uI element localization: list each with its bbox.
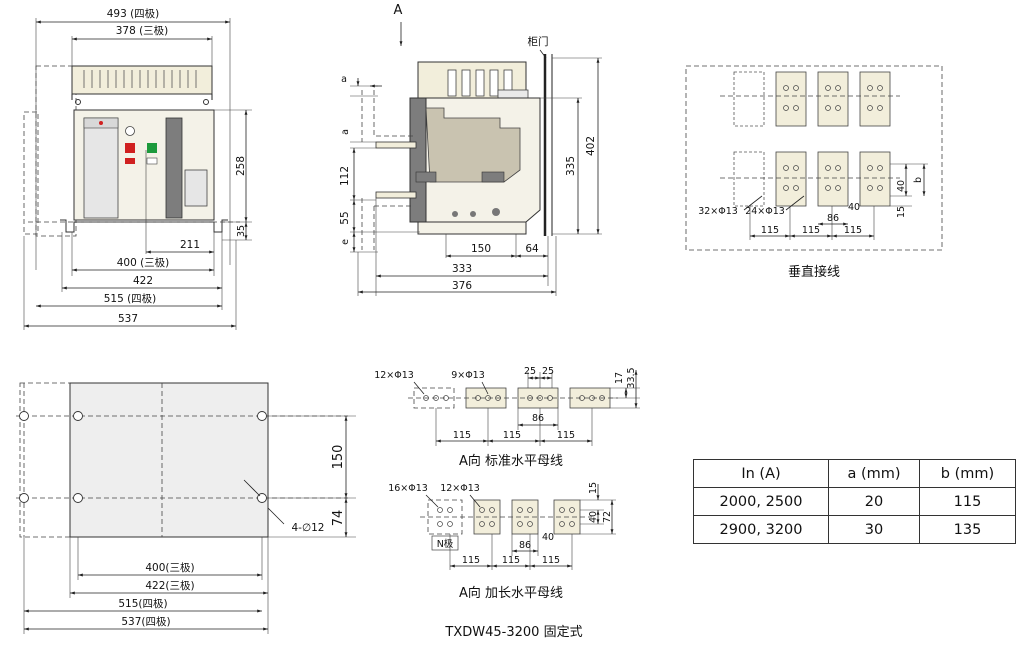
table-header-row: In (A) a (mm) b (mm) [693, 459, 1016, 488]
front-view: 493 (四极) 378 (三极) [23, 7, 252, 330]
hs-dim-33-5: 33.5 [626, 367, 637, 388]
he-n-pole: N极 [437, 538, 454, 550]
he-dim-40-h: 40 [542, 532, 554, 543]
dim-493: 493 (四极) [107, 7, 160, 20]
header-b: b (mm) [919, 459, 1016, 488]
on-button-icon [147, 143, 157, 153]
handle-slot [165, 117, 183, 219]
hs-dim-115-2: 115 [503, 430, 521, 441]
table-cell: 2900, 3200 [693, 515, 829, 544]
dim-376: 376 [452, 280, 472, 292]
side-view: A 柜门 a [339, 3, 602, 296]
vw-dim-115-2: 115 [802, 225, 820, 236]
he-dim-15: 15 [588, 482, 599, 494]
hs-dim-17: 17 [614, 372, 625, 384]
hs-dim-86: 86 [532, 413, 544, 424]
vw-dim-40-h: 40 [848, 202, 860, 213]
dim-a-mid: a [340, 129, 351, 135]
vw-dim-86: 86 [827, 213, 839, 224]
hs-dim-115-1: 115 [453, 430, 471, 441]
mp-dim-515: 515(四极) [118, 597, 167, 610]
hs-dim-25a: 25 [524, 366, 536, 377]
he-holes-16: 16×Φ13 [388, 483, 428, 494]
table-cell: 2000, 2500 [693, 487, 829, 516]
holes-32: 32×Φ13 [698, 206, 738, 217]
he-dim-72: 72 [602, 511, 613, 523]
dim-64: 64 [525, 243, 539, 255]
header-in: In (A) [693, 459, 829, 488]
door-label: 柜门 [528, 35, 549, 48]
vertical-wiring-caption: 垂直接线 [788, 264, 840, 280]
dim-335: 335 [565, 156, 577, 176]
table-cell: 20 [828, 487, 920, 516]
table-row: 2000, 2500 20 115 [693, 487, 1016, 516]
vw-dim-40-v: 40 [896, 180, 907, 192]
horizontal-extended: 16×Φ13 12×Φ13 N极 15 40 72 86 40 115 115 … [388, 482, 616, 601]
hs-dim-25b: 25 [542, 366, 554, 377]
he-dim-115-3: 115 [542, 555, 560, 566]
dim-a-top: a [341, 74, 347, 85]
dim-55: 55 [339, 211, 351, 224]
vw-dim-15: 15 [896, 206, 907, 218]
horizontal-extended-caption: A向 加长水平母线 [459, 585, 563, 601]
base-plate [69, 382, 269, 538]
mp-dim-150: 150 [331, 445, 346, 470]
he-dim-115-1: 115 [462, 555, 480, 566]
table-cell: 115 [919, 487, 1016, 516]
horizontal-standard: 12×Φ13 9×Φ13 25 25 17 33.5 86 115 115 11… [374, 366, 640, 469]
dim-515: 515 (四极) [104, 292, 157, 305]
hs-holes-9: 9×Φ13 [451, 370, 485, 381]
he-dim-115-2: 115 [502, 555, 520, 566]
dim-378: 378 (三极) [116, 24, 169, 37]
dim-422: 422 [133, 275, 153, 287]
mp-dim-74: 74 [331, 510, 346, 527]
mp-dim-537: 537(四极) [121, 615, 170, 628]
table-row: 2900, 3200 30 135 [693, 515, 1016, 544]
hs-dim-115-3: 115 [557, 430, 575, 441]
dim-258: 258 [235, 156, 247, 176]
spec-table: In (A) a (mm) b (mm) 2000, 2500 20 115 2… [693, 459, 1016, 544]
vw-dim-115-3: 115 [844, 225, 862, 236]
he-dim-40-v: 40 [588, 511, 599, 523]
mounting-plan: 150 74 4-∅12 400(三极) 422(三极) 515(四极) 537… [16, 382, 356, 634]
mp-dim-400: 400(三极) [145, 561, 194, 574]
vw-dim-b: b [913, 177, 924, 183]
holes-24: 24×Φ13 [745, 206, 785, 217]
dim-150-side: 150 [471, 243, 491, 255]
mp-holes: 4-∅12 [292, 522, 325, 534]
dim-402: 402 [585, 136, 597, 156]
dim-400: 400 (三极) [117, 256, 170, 269]
header-a: a (mm) [828, 459, 920, 488]
dim-35: 35 [236, 225, 247, 237]
table-cell: 30 [828, 515, 920, 544]
mp-dim-422: 422(三极) [145, 579, 194, 592]
page-title: TXDW45-3200 固定式 [444, 625, 582, 640]
controller-panel [83, 117, 119, 219]
hs-holes-12: 12×Φ13 [374, 370, 414, 381]
he-holes-12: 12×Φ13 [440, 483, 480, 494]
dim-e: e [340, 239, 351, 245]
horizontal-standard-caption: A向 标准水平母线 [459, 453, 563, 469]
dim-211: 211 [180, 239, 200, 251]
dim-537: 537 [118, 313, 138, 325]
table-cell: 135 [919, 515, 1016, 544]
vertical-wiring: 32×Φ13 24×Φ13 115 115 115 86 40 40 15 b … [685, 65, 943, 280]
dim-333: 333 [452, 263, 472, 275]
dim-112: 112 [339, 166, 351, 186]
terminal-strip [71, 65, 213, 95]
view-a-label: A [394, 3, 403, 18]
he-dim-86: 86 [519, 540, 531, 551]
off-button-icon [125, 143, 135, 153]
vw-dim-115-1: 115 [761, 225, 779, 236]
